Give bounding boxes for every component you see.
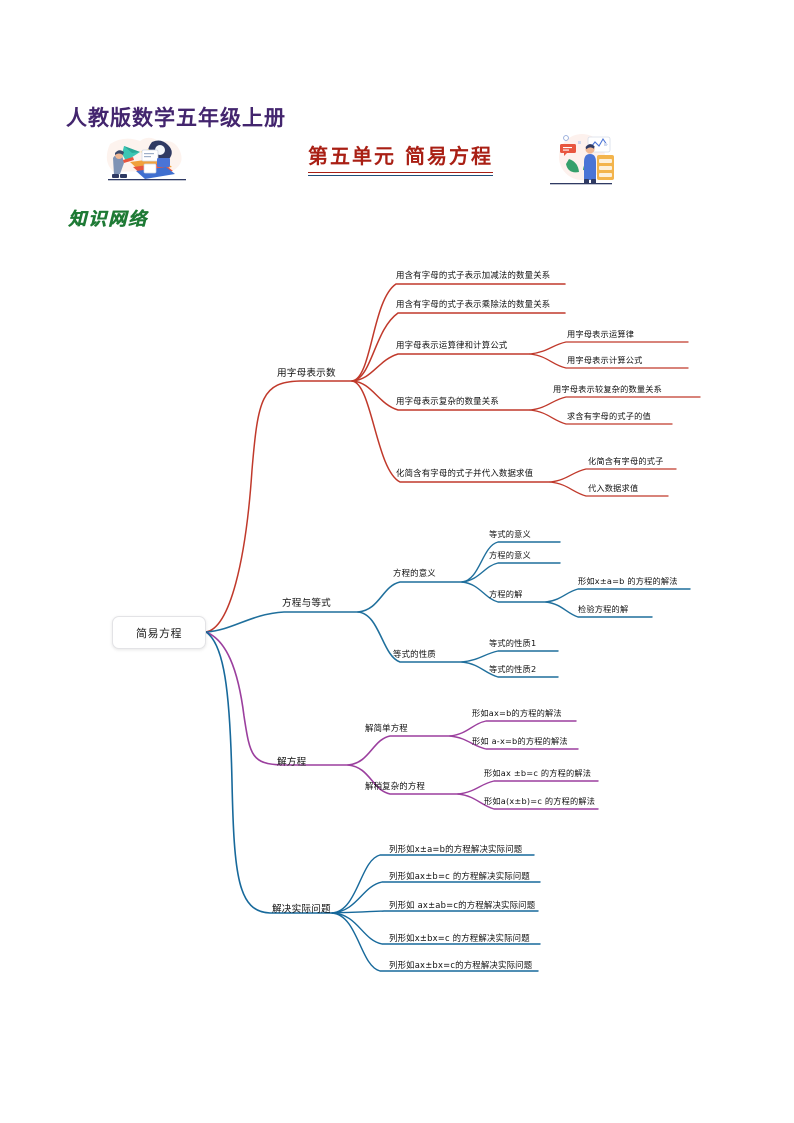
node-label-solve-a-times-x-plus-minus-b-equals-c[interactable]: 形如a(x±b)=c 的方程的解法 <box>484 796 596 806</box>
branch-label-equations-and-equalities[interactable]: 方程与等式 <box>282 598 331 609</box>
unit-title-underline <box>308 174 493 176</box>
node-label-check-solution[interactable]: 检验方程的解 <box>578 604 629 614</box>
node-label-property-of-equality-1[interactable]: 等式的性质1 <box>489 638 537 648</box>
node-label-simplify-and-substitute[interactable]: 化简含有字母的式子并代入数据求值 <box>396 468 534 478</box>
data-presentation-illustration <box>542 133 620 191</box>
node-label-meaning-of-equality[interactable]: 等式的意义 <box>489 529 531 539</box>
node-label-real-problem-x-plus-minus-bx-equals-c[interactable]: 列形如x±bx=c 的方程解决实际问题 <box>389 933 530 943</box>
branch-label-solve-equations[interactable]: 解方程 <box>277 757 307 768</box>
node-label-complex-quantity-relation[interactable]: 用字母表示复杂的数量关系 <box>396 396 499 406</box>
students-learning-illustration <box>100 136 196 186</box>
node-label-solve-ax-plus-minus-b-equals-c[interactable]: 形如ax ±b=c 的方程的解法 <box>484 768 592 778</box>
branch-path-blue-sub <box>461 541 691 678</box>
node-label-property-of-equality-2[interactable]: 等式的性质2 <box>489 664 537 674</box>
node-label-solve-x-plus-minus-a-equals-b[interactable]: 形如x±a=b 的方程的解法 <box>578 576 678 586</box>
node-label-solve-simple-equations[interactable]: 解简单方程 <box>365 723 408 733</box>
node-label-real-problem-ax-plus-minus-ab-equals-c[interactable]: 列形如 ax±ab=c的方程解决实际问题 <box>389 900 536 910</box>
mindmap-root-node[interactable]: 简易方程 <box>112 616 206 649</box>
branch-path-blue <box>205 581 463 663</box>
section-heading-knowledge-network: 知识网络 <box>68 209 148 230</box>
node-label-solve-a-minus-x-equals-b[interactable]: 形如 a-x=b的方程的解法 <box>472 736 568 746</box>
node-label-solve-slightly-complex-equations[interactable]: 解稍复杂的方程 <box>365 781 426 791</box>
document-title: 人教版数学五年级上册 <box>66 106 286 130</box>
node-label-solution-of-equation[interactable]: 方程的解 <box>489 589 523 599</box>
branch-path-teal <box>205 631 333 914</box>
branch-label-solve-real-world-problems[interactable]: 解决实际问题 <box>272 904 331 915</box>
node-label-meaning-of-equation[interactable]: 方程的意义 <box>393 568 436 578</box>
node-label-add-sub-relation[interactable]: 用含有字母的式子表示加减法的数量关系 <box>396 270 551 280</box>
node-label-substitute-data-find-value[interactable]: 代入数据求值 <box>588 483 639 493</box>
node-label-properties-of-equality[interactable]: 等式的性质 <box>393 649 436 659</box>
node-label-letters-more-complex-relation[interactable]: 用字母表示较复杂的数量关系 <box>553 384 663 394</box>
branch-label-letters-represent-numbers[interactable]: 用字母表示数 <box>277 368 336 379</box>
branch-path-teal-sub <box>331 854 541 972</box>
branch-path-purple-sub <box>449 720 599 810</box>
node-label-real-problem-ax-plus-minus-bx-equals-c[interactable]: 列形如ax±bx=c的方程解决实际问题 <box>389 960 533 970</box>
branch-path-purple <box>205 631 459 795</box>
unit-title: 第五单元 简易方程 <box>308 140 493 173</box>
node-label-real-problem-x-plus-minus-a-equals-b[interactable]: 列形如x±a=b的方程解决实际问题 <box>389 844 523 854</box>
node-label-simplify-letter-expression[interactable]: 化简含有字母的式子 <box>588 456 664 466</box>
node-label-letters-calculation-formulas[interactable]: 用字母表示计算公式 <box>567 355 643 365</box>
node-label-value-of-letter-expression[interactable]: 求含有字母的式子的值 <box>567 411 651 421</box>
node-label-meaning-of-equation-sub[interactable]: 方程的意义 <box>489 550 531 560</box>
branch-path-red-sub <box>529 341 701 497</box>
unit-title-group: 第五单元 简易方程 <box>308 140 493 176</box>
node-label-mul-div-relation[interactable]: 用含有字母的式子表示乘除法的数量关系 <box>396 299 551 309</box>
node-label-real-problem-ax-plus-minus-b-equals-c[interactable]: 列形如ax±b=c 的方程解决实际问题 <box>389 871 531 881</box>
node-label-solve-ax-equals-b[interactable]: 形如ax=b的方程的解法 <box>472 708 562 718</box>
node-label-letters-operation-laws[interactable]: 用字母表示运算律 <box>567 329 635 339</box>
node-label-operation-laws-formulas[interactable]: 用字母表示运算律和计算公式 <box>396 340 508 350</box>
branch-path-red <box>205 283 566 633</box>
